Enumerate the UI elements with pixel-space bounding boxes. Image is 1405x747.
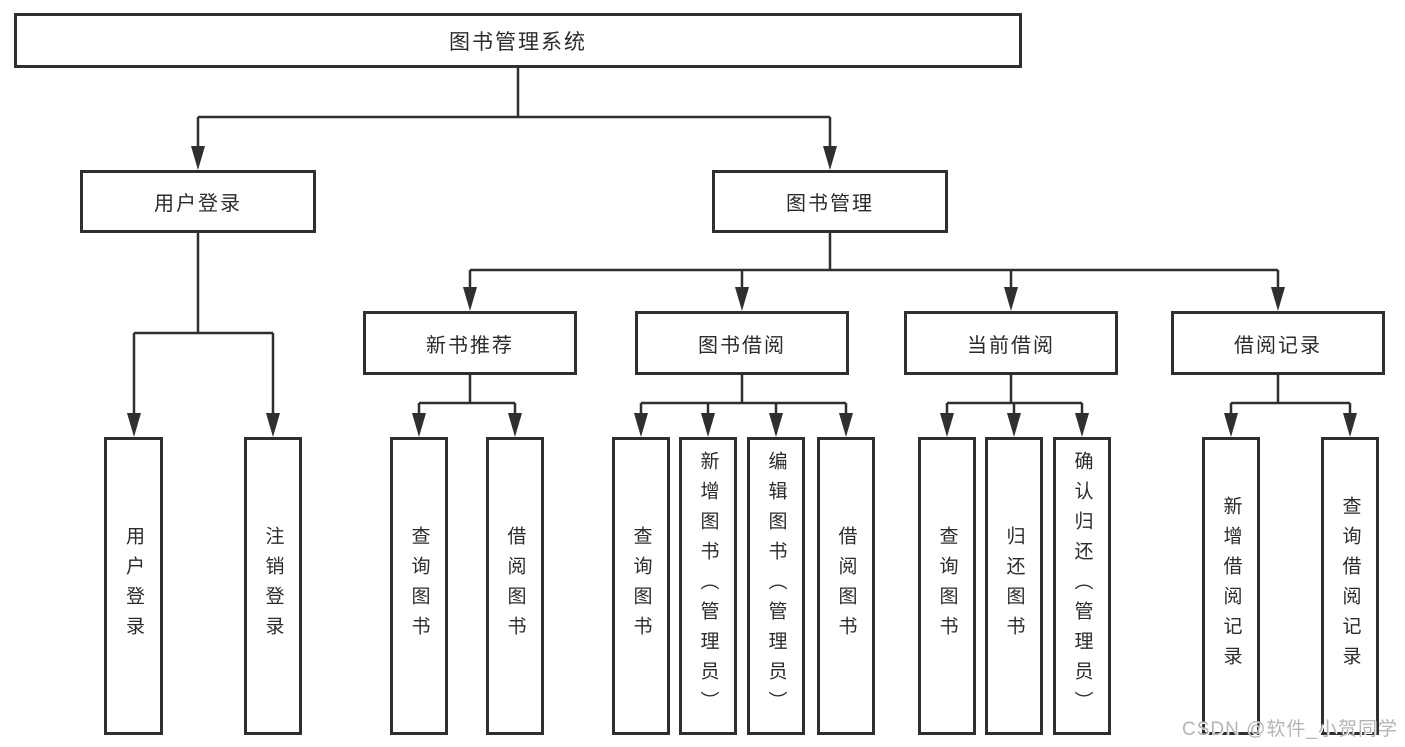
connector-user-login	[132, 233, 275, 418]
leaf-query-borrow-record: 查询借阅记录	[1321, 437, 1379, 735]
node-label: 新书推荐	[426, 334, 514, 357]
node-borrow-records: 借阅记录	[1171, 311, 1385, 375]
connector-root	[196, 68, 832, 150]
arrow-icon	[266, 413, 280, 437]
arrow-icon	[412, 413, 426, 437]
connector-new-book	[417, 375, 517, 418]
leaf-borrow-books-borrow: 借阅图书	[817, 437, 875, 735]
arrow-icon	[940, 413, 954, 437]
arrow-icon	[191, 146, 205, 170]
arrow-icon	[1007, 413, 1021, 437]
arrow-icon	[1004, 287, 1018, 311]
leaf-logout: 注销登录	[244, 437, 302, 735]
connector-book-mgmt	[468, 233, 1280, 292]
node-current-borrow: 当前借阅	[904, 311, 1118, 375]
arrow-icon	[823, 146, 837, 170]
node-label: 图书管理	[786, 193, 874, 215]
arrow-icon	[1224, 413, 1238, 437]
arrow-icon	[1075, 413, 1089, 437]
arrow-icon	[127, 413, 141, 437]
leaf-add-borrow-record: 新增借阅记录	[1202, 437, 1260, 735]
arrow-icon	[701, 413, 715, 437]
leaf-query-books-borrow: 查询图书	[612, 437, 670, 735]
leaf-user-login: 用户登录	[104, 437, 163, 735]
leaf-edit-book-admin: 编辑图书（管理员）	[747, 437, 805, 735]
connector-borrow-records	[1229, 375, 1352, 418]
arrow-icon	[735, 287, 749, 311]
node-label: 当前借阅	[967, 334, 1055, 357]
arrow-icon	[839, 413, 853, 437]
node-label: 用户登录	[154, 193, 242, 215]
node-book-management: 图书管理	[712, 170, 948, 233]
arrow-icon	[1343, 413, 1357, 437]
leaf-borrow-books-recommend: 借阅图书	[486, 437, 544, 735]
node-label: 图书管理系统	[449, 30, 587, 54]
node-book-borrow: 图书借阅	[635, 311, 849, 375]
arrow-icon	[769, 413, 783, 437]
connector-book-borrow	[639, 375, 848, 418]
leaf-return-book: 归还图书	[985, 437, 1043, 735]
arrow-icon	[508, 413, 522, 437]
connector-current-borrow	[945, 375, 1084, 418]
node-library-system: 图书管理系统	[14, 13, 1022, 68]
leaf-query-books-current: 查询图书	[918, 437, 976, 735]
leaf-add-book-admin: 新增图书（管理员）	[679, 437, 737, 735]
node-label: 图书借阅	[698, 334, 786, 357]
leaf-query-books-recommend: 查询图书	[390, 437, 448, 735]
arrow-icon	[634, 413, 648, 437]
node-label: 借阅记录	[1234, 334, 1322, 357]
arrow-icon	[463, 287, 477, 311]
node-user-login: 用户登录	[80, 170, 316, 233]
arrow-icon	[1271, 287, 1285, 311]
node-new-book-recommend: 新书推荐	[363, 311, 577, 375]
watermark: CSDN @软件_小贺同学	[1182, 719, 1398, 740]
leaf-confirm-return-admin: 确认归还（管理员）	[1053, 437, 1111, 735]
